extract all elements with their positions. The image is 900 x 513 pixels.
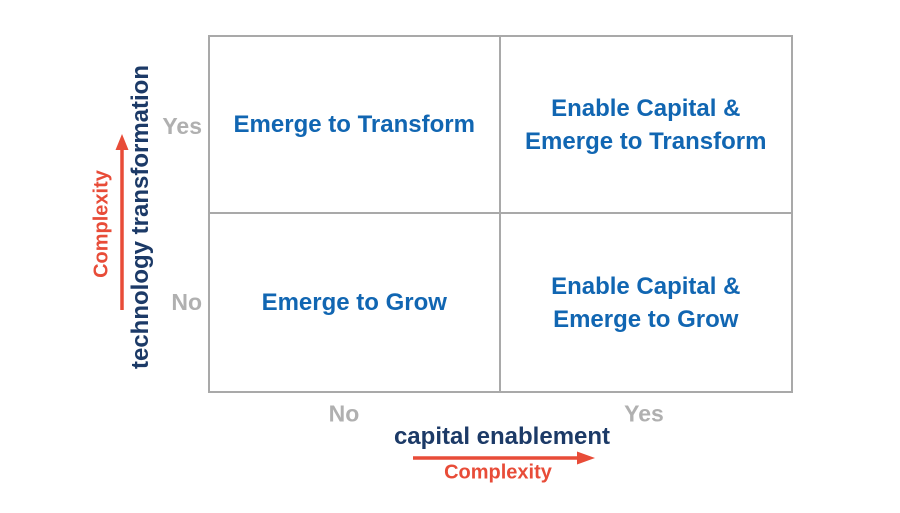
y-complexity-arrow-icon xyxy=(115,134,129,310)
quadrant-enable-capital-emerge-to-transform: Enable Capital & Emerge to Transform xyxy=(500,37,791,214)
x-axis-title: capital enablement xyxy=(393,423,611,450)
y-tick-yes: Yes xyxy=(162,112,202,139)
quadrant-label-line: Emerge to Transform xyxy=(525,127,767,155)
x-complexity-label: Complexity xyxy=(444,461,552,484)
quadrant-label-line: Enable Capital & xyxy=(551,94,741,122)
matrix-grid: Emerge to Transform Enable Capital & Eme… xyxy=(208,35,793,393)
quadrant-label-line: Enable Capital & xyxy=(551,272,741,300)
quadrant-label: Enable Capital & Emerge to Transform xyxy=(525,92,766,158)
quadrant-emerge-to-transform: Emerge to Transform xyxy=(210,37,501,214)
quadrant-emerge-to-grow: Emerge to Grow xyxy=(210,214,501,391)
quadrant-enable-capital-emerge-to-grow: Enable Capital & Emerge to Grow xyxy=(501,214,792,391)
quadrant-label-line: Emerge to Grow xyxy=(261,289,447,316)
x-tick-no: No xyxy=(328,400,360,427)
quadrant-label-line: Emerge to Grow xyxy=(553,305,739,333)
y-complexity-label: Complexity xyxy=(90,170,113,278)
y-axis-title: technology transformation xyxy=(127,64,154,370)
quadrant-label: Emerge to Grow xyxy=(262,286,447,319)
x-complexity-arrow-icon xyxy=(413,451,595,465)
quadrant-label: Emerge to Transform xyxy=(234,108,475,141)
y-tick-no: No xyxy=(171,288,202,315)
x-tick-yes: Yes xyxy=(624,400,664,427)
quadrant-label: Enable Capital & Emerge to Grow xyxy=(551,270,740,336)
quadrant-label-line: Emerge to Transform xyxy=(233,111,475,138)
